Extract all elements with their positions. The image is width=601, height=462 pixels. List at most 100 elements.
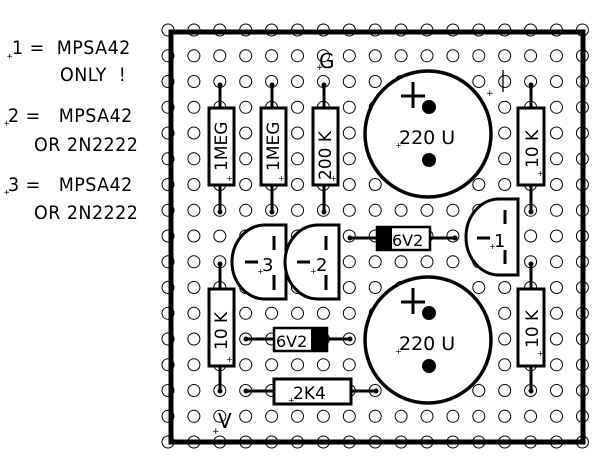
board-hole [187,384,201,397]
board-hole [342,100,356,114]
board-hole [550,49,563,63]
board-hole [187,203,201,217]
board-hole [161,203,175,217]
board-hole [498,409,512,423]
legend-line: ONLY ! [60,64,127,86]
board-hole [368,255,382,269]
board-hole [291,49,304,63]
board-hole [394,409,408,423]
board-hole [498,152,512,166]
board-outline [168,29,586,445]
legend-line: OR 2N2222 [34,202,139,224]
board-hole [239,409,253,423]
resistor-10k-top-right: 10 K + [516,82,546,215]
label-v: V + [212,409,232,437]
capacitor-bottom: 220 U + [363,275,493,405]
board-hole [291,306,304,320]
resistor-10k-bottom-right: 10 K + [516,261,546,394]
transistor-3: 3 + [230,223,288,301]
board-hole [187,49,201,63]
board-hole [342,255,356,269]
board-hole [368,49,382,63]
board-hole [498,384,512,397]
board-hole [472,409,486,423]
board-hole [342,203,356,217]
board-hole [187,255,201,269]
board-hole [524,229,538,243]
board-hole [187,100,201,114]
board-hole [420,49,434,63]
board-hole [394,49,408,63]
board-hole [342,358,356,372]
board-hole [550,203,563,217]
board-hole [498,126,512,140]
board-hole [342,229,356,243]
board-hole [291,409,304,423]
legend-line: 3 = MPSA42 [8,174,133,196]
board-hole [498,178,512,191]
board-hole [265,306,279,320]
svg-text:+: + [537,169,544,178]
board-hole [239,152,253,166]
board-hole [213,229,227,243]
board-hole [213,49,227,63]
resistor-value: 1MEG [212,122,232,171]
svg-text:+: + [257,267,264,276]
cathode-band [377,227,392,250]
board-hole [291,152,304,166]
capacitor-top: 220 U + [363,69,493,199]
board-hole [550,255,563,269]
resistor-value: 10 K [523,309,543,348]
board-hole [161,409,175,423]
board-hole [161,384,175,397]
board-hole [161,255,175,269]
board-hole [472,281,486,294]
board-hole [446,409,460,423]
board-hole [161,178,175,191]
board-hole [394,255,408,269]
resistor-2k4: 2K4 + [243,377,379,406]
board-hole [239,306,253,320]
board-hole [342,49,356,63]
board-hole [472,178,486,191]
label-g-text: G [319,49,335,73]
transistor-legend: + 1 = MPSA42 ONLY ! + 2 = MPSA42 OR 2N22… [0,0,160,462]
board-hole [265,358,279,372]
board-hole [368,203,382,217]
board-hole [498,306,512,320]
zener-bottom: 6V2 [243,326,353,353]
board-hole [291,100,304,114]
board-hole [161,126,175,140]
board-hole [498,332,512,346]
board-hole [550,100,563,114]
board-hole [446,229,460,243]
board-hole [161,100,175,114]
board-hole [161,229,175,243]
svg-text:+: + [489,242,496,251]
transistor-label: 1 [494,231,505,252]
svg-text:+: + [288,396,295,405]
board-hole [161,49,175,63]
origin-marker: + [7,52,13,62]
legend-line: 1 = MPSA42 [12,37,131,59]
capacitor-value: 220 U [399,333,455,355]
board-hole [187,306,201,320]
board-hole [550,358,563,372]
resistor-value: 10 K [523,129,543,168]
board-hole [524,409,538,423]
board-hole [550,384,563,397]
board-hole [291,126,304,140]
board-hole [472,49,486,63]
board-hole [550,281,563,294]
board-hole [187,281,201,294]
board-hole [342,126,356,140]
board-hole [550,178,563,191]
svg-text:+: + [395,347,402,356]
transistor-label: 2 [316,255,327,276]
board-hole [161,358,175,372]
resistor-value: 2K4 [293,384,326,404]
board-hole [446,255,460,269]
board-hole [524,49,538,63]
transistor-2: 2 + [283,223,341,301]
svg-text:+: + [537,349,544,358]
